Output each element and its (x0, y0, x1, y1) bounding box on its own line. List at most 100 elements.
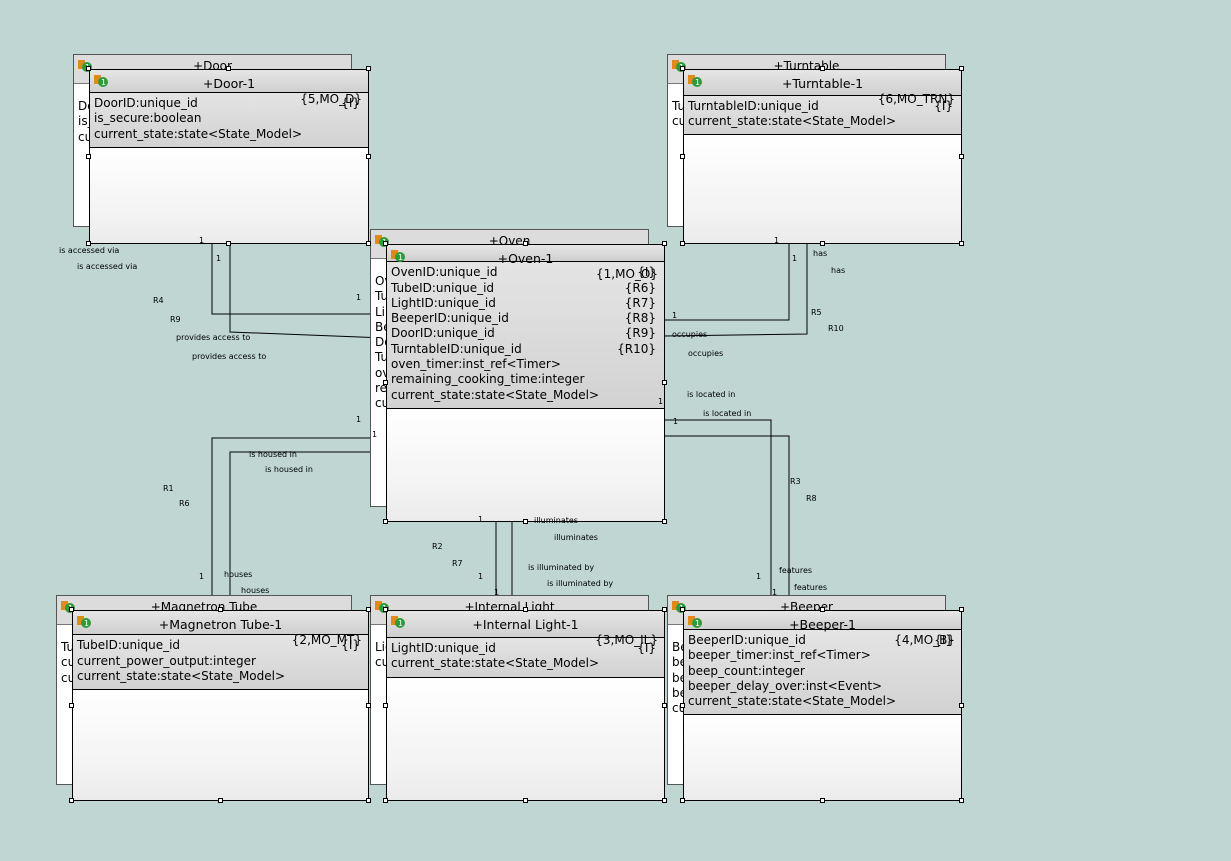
relationship-label[interactable]: R4 (153, 296, 164, 305)
tube-class[interactable]: 1 +Magnetron Tube-1 {2,MO_MT} TubeID:uni… (72, 610, 369, 801)
attribute-row[interactable]: beeper_delay_over:inst<Event> (688, 678, 883, 693)
phrase-label[interactable]: provides access to (192, 352, 267, 361)
resize-handle[interactable] (383, 519, 388, 524)
attribute-compartment[interactable]: LightID:unique_id{I} current_state:state… (387, 637, 664, 678)
turntable-class[interactable]: 1 +Turntable-1 {6,MO_TRN} TurntableID:un… (683, 69, 962, 244)
phrase-label[interactable]: houses (224, 570, 253, 579)
resize-handle[interactable] (383, 607, 388, 612)
attribute-row[interactable]: beep_count:integer (688, 663, 805, 678)
attribute-row[interactable]: current_power_output:integer (77, 653, 256, 668)
resize-handle[interactable] (959, 66, 964, 71)
resize-handle[interactable] (680, 241, 685, 246)
attribute-row[interactable]: oven_timer:inst_ref<Timer> (391, 357, 561, 372)
resize-handle[interactable] (523, 798, 528, 803)
attribute-compartment[interactable]: DoorID:unique_id{I} is_secure:boolean cu… (90, 93, 368, 148)
phrase-label[interactable]: illuminates (534, 516, 578, 525)
attribute-row[interactable]: TurntableID:unique_id{R10} (391, 341, 656, 356)
resize-handle[interactable] (366, 703, 371, 708)
resize-handle[interactable] (218, 798, 223, 803)
phrase-label[interactable]: is located in (703, 409, 752, 418)
attribute-row[interactable]: current_state:state<State_Model> (391, 387, 600, 402)
resize-handle[interactable] (366, 66, 371, 71)
resize-handle[interactable] (366, 798, 371, 803)
resize-handle[interactable] (680, 66, 685, 71)
phrase-label[interactable]: has (831, 266, 846, 275)
resize-handle[interactable] (959, 703, 964, 708)
attribute-row[interactable]: BeeperID:unique_id{I} (688, 632, 953, 647)
attribute-compartment[interactable]: TubeID:unique_id{I} current_power_output… (73, 635, 368, 691)
resize-handle[interactable] (959, 154, 964, 159)
resize-handle[interactable] (69, 607, 74, 612)
relationship-label[interactable]: R1 (163, 484, 174, 493)
resize-handle[interactable] (383, 380, 388, 385)
attribute-row[interactable]: current_state:state<State_Model> (94, 126, 303, 141)
relationship-label[interactable]: R6 (179, 499, 190, 508)
resize-handle[interactable] (383, 798, 388, 803)
resize-handle[interactable] (69, 798, 74, 803)
attribute-row[interactable]: current_state:state<State_Model> (391, 656, 600, 671)
operation-compartment[interactable] (387, 677, 664, 800)
attribute-row[interactable]: current_state:state<State_Model> (688, 114, 897, 129)
resize-handle[interactable] (662, 519, 667, 524)
phrase-label[interactable]: features (794, 583, 828, 592)
resize-handle[interactable] (662, 607, 667, 612)
relationship-label[interactable]: R5 (811, 308, 822, 317)
operation-compartment[interactable] (90, 147, 368, 243)
resize-handle[interactable] (523, 241, 528, 246)
attribute-row[interactable]: LightID:unique_id{I} (391, 640, 656, 655)
phrase-label[interactable]: is housed in (265, 465, 313, 474)
attribute-compartment[interactable]: BeeperID:unique_id{I} beeper_timer:inst_… (684, 629, 961, 716)
attribute-row[interactable]: TurntableID:unique_id{I} (688, 98, 953, 113)
resize-handle[interactable] (680, 798, 685, 803)
resize-handle[interactable] (523, 519, 528, 524)
phrase-label[interactable]: provides access to (176, 333, 251, 342)
relationship-label[interactable]: R9 (170, 315, 181, 324)
attribute-row[interactable]: LightID:unique_id{R7} (391, 295, 656, 310)
resize-handle[interactable] (662, 798, 667, 803)
resize-handle[interactable] (86, 154, 91, 159)
resize-handle[interactable] (86, 241, 91, 246)
resize-handle[interactable] (680, 607, 685, 612)
resize-handle[interactable] (662, 380, 667, 385)
door-class[interactable]: 1 +Door-1 {5,MO_D} DoorID:unique_id{I} i… (89, 69, 369, 244)
relationship-label[interactable]: R10 (828, 324, 844, 333)
resize-handle[interactable] (226, 241, 231, 246)
relationship-label[interactable]: R8 (806, 494, 817, 503)
attribute-row[interactable]: current_state:state<State_Model> (688, 694, 897, 709)
relationship-label[interactable]: R2 (432, 542, 443, 551)
attribute-row[interactable]: DoorID:unique_id{R9} (391, 326, 656, 341)
resize-handle[interactable] (959, 241, 964, 246)
resize-handle[interactable] (680, 703, 685, 708)
resize-handle[interactable] (662, 241, 667, 246)
operation-compartment[interactable] (684, 135, 961, 243)
phrase-label[interactable]: is accessed via (59, 246, 120, 255)
phrase-label[interactable]: occupies (688, 349, 724, 358)
operation-compartment[interactable] (387, 408, 664, 521)
resize-handle[interactable] (959, 798, 964, 803)
phrase-label[interactable]: is illuminated by (547, 579, 614, 588)
attribute-row[interactable]: BeeperID:unique_id{R8} (391, 311, 656, 326)
phrase-label[interactable]: occupies (672, 330, 708, 339)
attribute-row[interactable]: current_state:state<State_Model> (77, 668, 286, 683)
phrase-label[interactable]: illuminates (554, 533, 598, 542)
attribute-row[interactable]: TubeID:unique_id{I} (77, 638, 360, 653)
phrase-label[interactable]: houses (241, 586, 270, 595)
resize-handle[interactable] (820, 607, 825, 612)
attribute-compartment[interactable]: TurntableID:unique_id{I} current_state:s… (684, 95, 961, 136)
phrase-label[interactable]: has (813, 249, 828, 258)
operation-compartment[interactable] (684, 715, 961, 800)
attribute-row[interactable]: TubeID:unique_id{R6} (391, 280, 656, 295)
resize-handle[interactable] (383, 241, 388, 246)
beeper-class[interactable]: 1 +Beeper-1 {4,MO_B} BeeperID:unique_id{… (683, 610, 962, 801)
resize-handle[interactable] (383, 703, 388, 708)
resize-handle[interactable] (366, 607, 371, 612)
resize-handle[interactable] (662, 703, 667, 708)
resize-handle[interactable] (820, 66, 825, 71)
resize-handle[interactable] (86, 66, 91, 71)
attribute-row[interactable]: remaining_cooking_time:integer (391, 372, 585, 387)
operation-compartment[interactable] (73, 690, 368, 800)
light-class[interactable]: 1 +Internal Light-1 {3,MO_IL} LightID:un… (386, 610, 665, 801)
attribute-row[interactable]: DoorID:unique_id{I} (94, 96, 360, 110)
resize-handle[interactable] (366, 241, 371, 246)
attribute-row[interactable]: OvenID:unique_id{I} (391, 265, 656, 280)
